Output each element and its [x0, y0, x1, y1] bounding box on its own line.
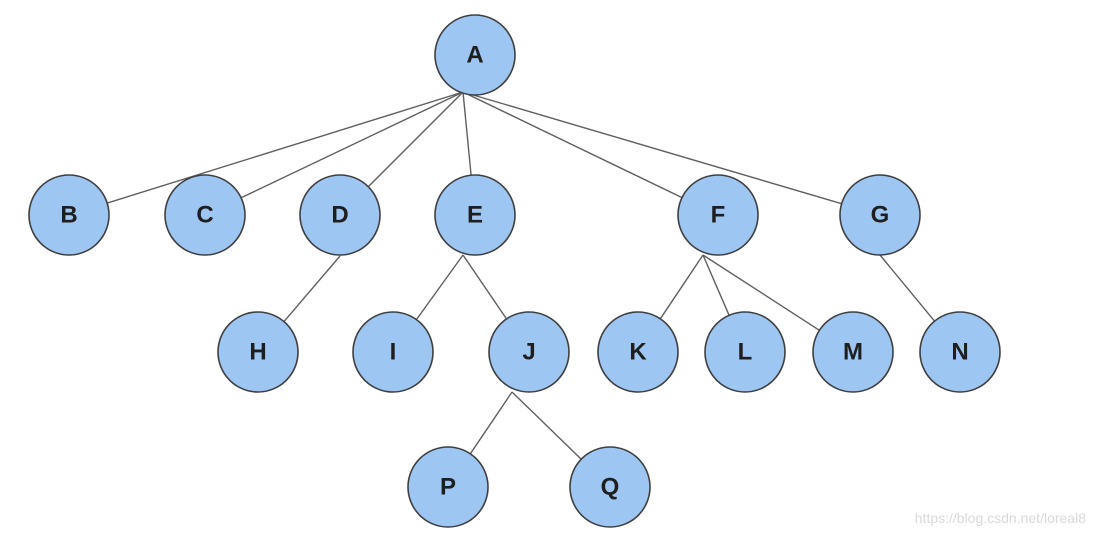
node-label: I: [390, 339, 397, 366]
node-circle: [28, 174, 110, 256]
node-circle: [839, 174, 921, 256]
node-label: Q: [601, 474, 620, 501]
node-i: I: [352, 311, 434, 393]
node-label: K: [629, 339, 647, 366]
node-label: P: [440, 474, 456, 501]
node-label: J: [522, 339, 535, 366]
node-c: C: [164, 174, 246, 256]
node-circle: [164, 174, 246, 256]
node-j: J: [488, 311, 570, 393]
node-circle: [434, 14, 516, 96]
edge-j-p: [469, 391, 513, 455]
node-h: H: [217, 311, 299, 393]
node-circle: [434, 174, 516, 256]
edge-a-b: [106, 91, 464, 204]
edge-f-l: [702, 254, 730, 316]
node-k: K: [597, 311, 679, 393]
node-label: E: [467, 202, 483, 229]
node-label: G: [871, 202, 890, 229]
node-n: N: [919, 311, 1001, 393]
node-circle: [569, 446, 651, 528]
node-circle: [488, 311, 570, 393]
edge-f-m: [702, 254, 820, 331]
node-label: D: [331, 202, 348, 229]
edge-j-q: [511, 391, 582, 460]
node-circle: [217, 311, 299, 393]
node-circle: [299, 174, 381, 256]
node-circle: [407, 446, 489, 528]
edge-d-h: [283, 255, 341, 323]
node-label: A: [466, 42, 483, 69]
node-label: C: [196, 202, 213, 229]
edge-a-c: [240, 91, 464, 199]
watermark-text: https://blog.csdn.net/loreal8: [914, 510, 1086, 526]
node-circle: [812, 311, 894, 393]
edge-a-e: [462, 91, 472, 176]
node-circle: [352, 311, 434, 393]
node-b: B: [28, 174, 110, 256]
edge-e-j: [462, 254, 508, 320]
node-e: E: [434, 174, 516, 256]
node-m: M: [812, 311, 894, 393]
node-a: A: [434, 14, 516, 96]
node-l: L: [704, 311, 786, 393]
edge-g-n: [879, 254, 936, 322]
node-p: P: [407, 446, 489, 528]
edge-a-f: [462, 91, 683, 199]
node-label: L: [738, 339, 753, 366]
node-circle: [597, 311, 679, 393]
node-label: F: [711, 202, 726, 229]
node-label: H: [249, 339, 266, 366]
edge-a-d: [367, 91, 464, 188]
node-label: M: [843, 339, 863, 366]
node-label: B: [60, 202, 77, 229]
node-label: N: [951, 339, 968, 366]
node-circle: [919, 311, 1001, 393]
node-circle: [704, 311, 786, 393]
edge-layer: [106, 91, 936, 460]
node-q: Q: [569, 446, 651, 528]
node-f: F: [677, 174, 759, 256]
node-g: G: [839, 174, 921, 256]
node-d: D: [299, 174, 381, 256]
node-circle: [677, 174, 759, 256]
node-layer: A B C D E F G H I J K L M N P Q: [28, 14, 1001, 528]
edge-f-k: [659, 254, 704, 320]
edge-e-i: [415, 254, 464, 321]
edge-a-g: [462, 91, 842, 205]
